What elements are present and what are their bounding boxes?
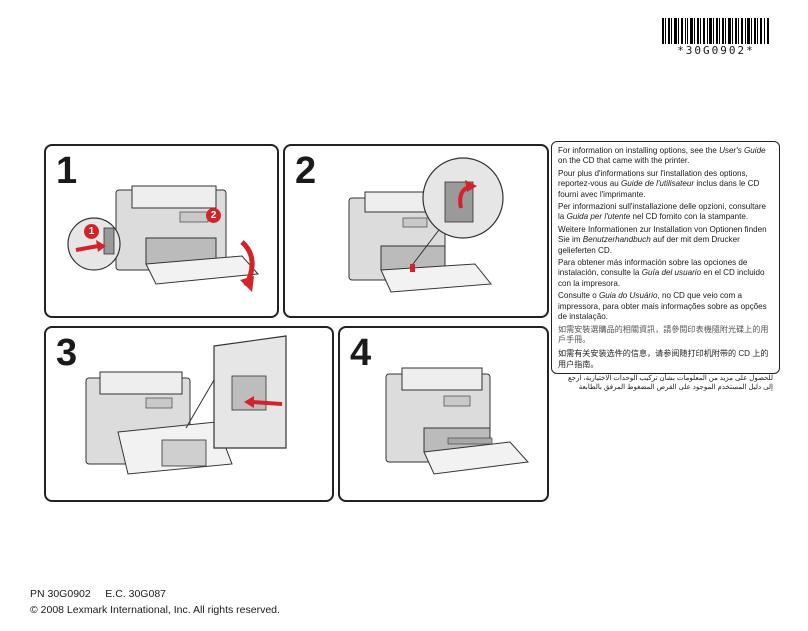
callout-2: 2 <box>206 208 221 223</box>
info-french: Pour plus d'informations sur l'installat… <box>558 168 760 199</box>
info-portuguese: Consulte o Guia do Usuário, no CD que ve… <box>558 291 767 322</box>
step-3-panel: 3 <box>44 326 334 502</box>
options-info-box: For information on installing options, s… <box>551 141 780 391</box>
part-number: PN 30G0902 E.C. 30G087 <box>30 588 166 600</box>
barcode-number: *30G0902* <box>677 44 755 57</box>
printer-illustration <box>348 157 504 293</box>
info-traditional-chinese: 如需安裝選購品的相關資訊，請參閱印表機隨附光碟上的用戶手冊。 <box>558 324 769 344</box>
info-simplified-chinese: 如需有关安装选件的信息，请参阅随打印机附带的 CD 上的用户指南。 <box>558 349 769 369</box>
step-1-panel: 1 1 2 <box>44 144 279 318</box>
step-4-panel: 4 <box>338 326 549 502</box>
printer-illustration <box>385 367 530 475</box>
printer-illustration <box>85 335 287 475</box>
info-german: Weitere Informationen zur Installation v… <box>558 224 767 255</box>
step-number: 2 <box>295 150 317 192</box>
info-italian: Per informazioni sull'installazione dell… <box>558 202 767 222</box>
callout-1: 1 <box>84 224 99 239</box>
barcode <box>662 18 769 44</box>
info-english: For information on installing options, s… <box>558 146 766 166</box>
step-number: 4 <box>350 332 372 374</box>
copyright: © 2008 Lexmark International, Inc. All r… <box>30 604 280 616</box>
info-arabic: للحصول على مزيد من المعلومات بشأن تركيب … <box>568 375 773 392</box>
step-2-panel: 2 <box>283 144 549 318</box>
printer-illustration <box>67 185 260 292</box>
step-number: 3 <box>56 332 78 374</box>
step-number: 1 <box>56 150 78 192</box>
info-spanish: Para obtener más información sobre las o… <box>558 258 765 288</box>
